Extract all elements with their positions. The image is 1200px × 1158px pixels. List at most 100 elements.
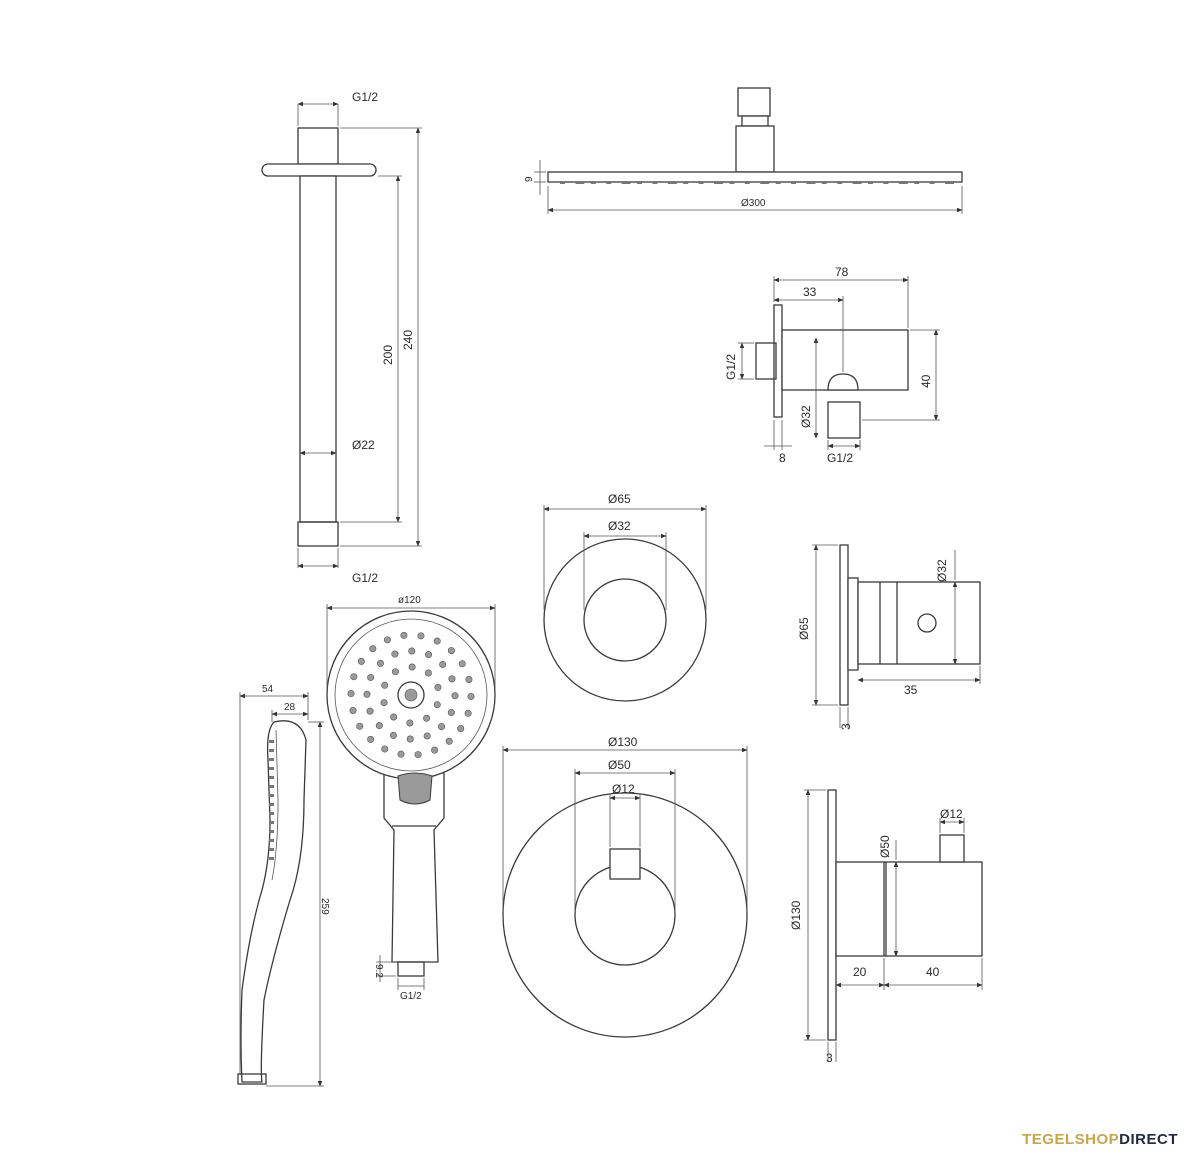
rain-nozzle: [621, 181, 631, 184]
shower-arm-length-total-label: 240: [401, 330, 415, 350]
hand-shower-nozzle: [400, 631, 408, 639]
hand-shower-diameter-label: ø120: [398, 595, 421, 606]
rain-head-thickness-label: 9: [524, 176, 535, 182]
hand-shower-nozzle: [397, 750, 405, 758]
side-nozzle: [269, 785, 274, 788]
rain-nozzle: [883, 181, 889, 184]
hand-shower-nozzle: [467, 692, 475, 700]
hand-shower-nozzle: [380, 699, 388, 707]
hand-shower-nozzle: [375, 722, 383, 730]
stop-valve-plate-label: 3: [839, 723, 853, 730]
thermostat-side-depth2-label: 40: [926, 965, 940, 979]
side-nozzle: [269, 767, 274, 770]
hand-shower-nozzle: [389, 731, 397, 739]
hand-shower-nozzle: [425, 651, 433, 659]
side-nozzle: [269, 758, 274, 761]
hand-shower-nozzle: [363, 690, 371, 698]
hand-shower-nozzle: [383, 636, 391, 644]
rain-nozzle: [929, 181, 935, 184]
rain-nozzle: [791, 181, 796, 184]
rain-nozzle: [775, 181, 781, 184]
side-nozzle: [269, 749, 274, 752]
hand-shower-nozzle: [431, 746, 439, 754]
rain-nozzle: [652, 181, 658, 184]
wall-elbow-depth-total-label: 78: [835, 265, 849, 279]
thermostat-outer-label: Ø130: [608, 735, 638, 749]
shower-arm-length-inner-label: 200: [381, 345, 395, 365]
thermostat-side: [804, 789, 983, 1062]
hand-shower-nozzle: [381, 681, 389, 689]
hand-shower-nozzle: [369, 645, 377, 653]
hand-shower-nozzle: [447, 647, 455, 655]
hand-shower-nozzle: [376, 659, 384, 667]
hand-shower-nozzle: [406, 719, 414, 727]
wall-elbow-diameter-label: Ø32: [799, 405, 813, 428]
rain-nozzle: [914, 181, 920, 184]
hand-shower-width-inner-label: 28: [284, 702, 296, 713]
rain-nozzle: [945, 181, 954, 184]
hand-shower-nozzle: [406, 735, 414, 743]
brand-part2: DIRECT: [1119, 1131, 1178, 1148]
side-nozzle: [269, 857, 274, 860]
rain-nozzle: [898, 181, 908, 184]
stop-valve-outer-label: Ø65: [608, 492, 631, 506]
hand-shower-nozzle: [391, 668, 399, 676]
side-nozzle: [269, 848, 274, 851]
wall-elbow-plate-label: 8: [779, 451, 786, 465]
wall-elbow-thread-inlet-label: G1/2: [724, 354, 738, 380]
stop-valve-depth-label: 35: [904, 683, 918, 697]
rain-nozzle: [729, 181, 735, 184]
hand-shower-length-label: 259: [319, 898, 330, 915]
hand-shower-nozzle: [414, 751, 422, 759]
hand-shower-nozzle: [367, 673, 375, 681]
rain-shower-head: [534, 87, 963, 214]
rain-nozzle: [744, 181, 750, 184]
rain-nozzle: [714, 181, 723, 184]
thermostat-handle-label: Ø12: [612, 782, 635, 796]
hand-shower-nozzle: [381, 745, 389, 753]
rain-nozzle: [837, 181, 843, 184]
wall-elbow-depth-inner-label: 33: [803, 285, 817, 299]
hand-shower-nozzle: [439, 660, 447, 668]
wall-elbow-height-label: 40: [919, 374, 933, 388]
shower-arm-thread-bottom-label: G1/2: [352, 571, 378, 585]
rain-nozzle: [575, 181, 585, 184]
hand-shower-nozzle: [424, 669, 432, 677]
stop-valve-rosette: [543, 505, 707, 702]
hand-shower-nozzle: [447, 709, 455, 717]
hand-shower-nozzle: [367, 735, 375, 743]
rain-nozzle: [698, 181, 704, 184]
hand-shower-nozzle: [457, 725, 465, 733]
hand-shower-nozzle: [390, 713, 398, 721]
rain-head-diameter-label: Ø300: [741, 198, 766, 209]
hand-shower-nozzle: [417, 632, 425, 640]
side-nozzle: [269, 830, 274, 833]
hand-shower-width-label: 54: [262, 684, 274, 695]
rain-nozzle: [821, 181, 827, 184]
hand-shower-nozzle: [357, 657, 365, 665]
stop-valve-plate-diameter-label: Ø65: [797, 617, 811, 640]
hand-shower-nozzle: [465, 675, 473, 683]
hand-shower-nozzle: [408, 647, 416, 655]
rain-nozzle: [590, 181, 596, 184]
hand-shower-nozzle: [438, 723, 446, 731]
wall-elbow-thread-outlet-label: G1/2: [827, 451, 853, 465]
rain-nozzle: [852, 181, 862, 184]
hand-shower-nozzle: [464, 709, 472, 717]
rain-nozzle: [606, 181, 612, 184]
brand-part1: TEGELSHOP: [1022, 1131, 1120, 1148]
hand-shower-nozzle: [350, 673, 358, 681]
thermostat-side-plate-label: 3: [826, 1051, 833, 1065]
side-nozzle: [269, 821, 274, 824]
side-nozzle: [269, 794, 274, 797]
shower-arm-thread-top-label: G1/2: [352, 90, 378, 104]
rain-nozzle: [667, 181, 677, 184]
hand-shower-nozzle: [349, 707, 357, 715]
hand-shower-nozzle: [451, 692, 459, 700]
wall-elbow: [738, 276, 940, 450]
side-nozzle: [269, 776, 274, 779]
shower-arm-diameter-label: Ø22: [352, 438, 375, 452]
thermostat-side-plate-diameter-label: Ø130: [789, 900, 803, 930]
hand-shower-nozzle: [445, 737, 453, 745]
